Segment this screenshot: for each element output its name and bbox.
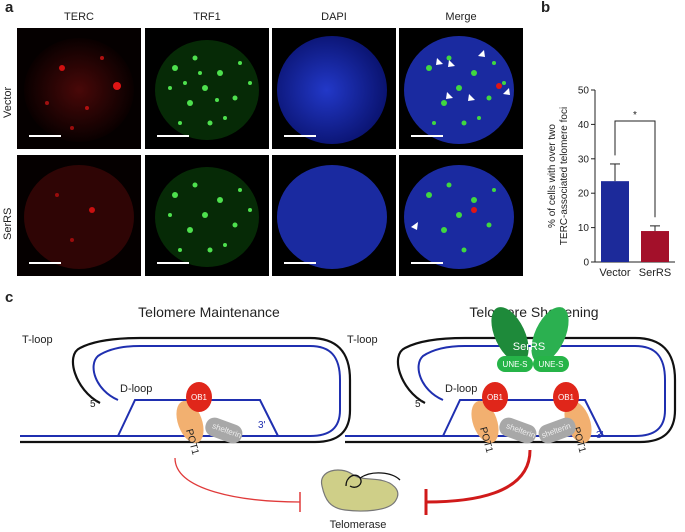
shelterin-protein — [499, 417, 537, 444]
y-tick-label: 30 — [578, 154, 590, 165]
column-label-terc: TERC — [64, 11, 94, 23]
micrograph-serrs-trf1 — [145, 155, 269, 276]
scale-bar — [29, 135, 61, 137]
t-loop-outer-strand — [345, 336, 677, 444]
micrograph-vector-merge — [399, 28, 523, 149]
telomerase-body — [321, 469, 399, 512]
inhibition-line-thin — [174, 457, 301, 503]
serrs-subunit-right — [531, 307, 569, 363]
x-tick-label: SerRS — [639, 267, 671, 279]
scale-bar — [411, 135, 443, 137]
ob1-protein — [186, 382, 212, 412]
une-s-label-right: UNE-S — [539, 360, 564, 369]
panel-a-letter: a — [5, 0, 14, 16]
scale-bar — [284, 135, 316, 137]
ob1-label: OB1 — [191, 393, 208, 402]
significance-bracket — [614, 120, 656, 218]
t-loop-label: T-loop — [347, 334, 378, 346]
t-loop-outer-strand — [20, 336, 352, 444]
y-tick-label: 20 — [578, 189, 590, 200]
scale-bar — [157, 262, 189, 264]
telomerase-rna — [345, 472, 401, 488]
y-tick-label: 0 — [583, 258, 589, 269]
micrograph-vector-dapi — [272, 28, 396, 149]
title-maintenance: Telomere Maintenance — [138, 304, 280, 320]
une-s-label-left: UNE-S — [503, 360, 528, 369]
micrograph-serrs-terc — [17, 155, 141, 276]
row-label-serrs: SerRS — [2, 207, 14, 240]
serrs-label: SerRS — [513, 341, 545, 353]
scale-bar — [29, 262, 61, 264]
x-tick-label: Vector — [599, 267, 631, 279]
micrograph-vector-terc — [17, 28, 141, 149]
t-loop-inner-strand — [345, 345, 666, 437]
five-prime-label: 5' — [90, 399, 98, 410]
column-label-trf1: TRF1 — [193, 11, 221, 23]
d-loop-label: D-loop — [445, 383, 477, 395]
panel-b-letter: b — [541, 0, 551, 16]
une-s-domain-right — [533, 356, 569, 372]
three-prime-label: 3' — [258, 420, 266, 431]
bar-serrs — [641, 231, 669, 262]
shelterin-protein — [538, 417, 576, 444]
y-axis-label: % of cells with over two — [547, 124, 558, 228]
column-label-dapi: DAPI — [321, 11, 347, 23]
significance-marker: * — [633, 110, 637, 121]
bar-vector — [601, 181, 629, 262]
telomerase-label: Telomerase — [330, 519, 387, 531]
column-label-merge: Merge — [445, 11, 477, 23]
shortening-diagram: T-loop D-loop 5' 3' SerRS UNE-S UNE-S PO… — [345, 307, 677, 454]
ob1-label: OB1 — [487, 393, 504, 402]
inhibition-line-thick — [425, 449, 532, 504]
telomerase-enzyme — [321, 469, 401, 512]
shelterin-protein — [205, 417, 243, 444]
t-loop-inner-strand — [20, 345, 341, 437]
micrograph-serrs-merge — [399, 155, 523, 276]
five-prime-label: 5' — [415, 399, 423, 410]
title-shortening: Telomere Shortening — [469, 304, 598, 320]
scale-bar — [157, 135, 189, 137]
micrograph-serrs-dapi — [272, 155, 396, 276]
maintenance-diagram: T-loop D-loop 5' 3' POT1 OB1 shelterin — [20, 334, 352, 456]
telomere-diagram: Telomere Maintenance Telomere Shortening… — [20, 304, 677, 531]
d-loop-label: D-loop — [120, 383, 152, 395]
row-label-vector: Vector — [2, 86, 14, 118]
d-loop-strand — [442, 399, 604, 437]
y-axis-label: TERC-associated telomere foci — [559, 107, 570, 245]
serrs-subunit-left — [491, 307, 529, 363]
une-s-domain-left — [497, 356, 533, 372]
ob1-label: OB1 — [558, 393, 575, 402]
ob1-protein — [482, 382, 508, 412]
y-tick-label: 50 — [578, 86, 590, 97]
scale-bar — [411, 262, 443, 264]
y-tick-label: 10 — [578, 223, 590, 234]
scale-bar — [284, 262, 316, 264]
t-loop-label: T-loop — [22, 334, 53, 346]
y-tick-label: 40 — [578, 120, 590, 131]
micrograph-vector-trf1 — [145, 28, 269, 149]
ob1-protein — [553, 382, 579, 412]
three-prime-label: 3' — [596, 430, 604, 441]
panel-c-letter: c — [5, 289, 14, 306]
